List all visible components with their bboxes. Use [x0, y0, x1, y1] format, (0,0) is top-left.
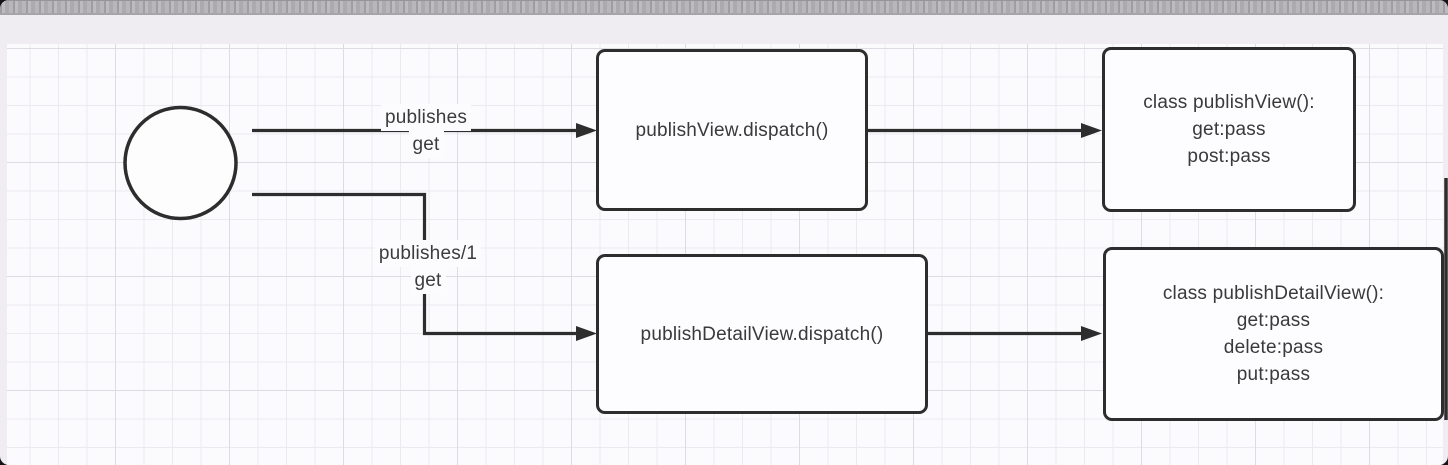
node-publish-detail-view-class[interactable]: class publishDetailView(): get:pass dele…	[1103, 247, 1444, 421]
class-publish-view-post: post:pass	[1187, 146, 1271, 167]
window-toolbar-band	[0, 15, 1448, 45]
edge-label-publishes[interactable]: publishes get	[380, 104, 472, 158]
edge-dispatch-to-class-arrowhead-icon	[1081, 123, 1102, 138]
edge-publishes-arrowhead-icon	[576, 123, 597, 138]
node-publish-view-class[interactable]: class publishView(): get:pass post:pass	[1102, 47, 1356, 212]
edge-label-publishes-method: get	[408, 131, 444, 158]
class-publish-detail-view-header: class publishDetailView():	[1162, 283, 1385, 304]
window-topbar-edge	[0, 13, 1448, 15]
class-publish-view-header: class publishView():	[1143, 92, 1315, 113]
class-publish-detail-view-delete: delete:pass	[1223, 337, 1324, 358]
edge-detail-dispatch-to-class-arrowhead-icon	[1081, 326, 1102, 341]
node-publish-detail-view-dispatch-label: publishDetailView.dispatch()	[640, 323, 884, 345]
node-publish-detail-view-dispatch[interactable]: publishDetailView.dispatch()	[596, 254, 928, 414]
window-topbar	[0, 0, 1448, 13]
edge-label-publishes-1-path: publishes/1	[374, 240, 482, 267]
edge-publishes-1-arrowhead-icon	[576, 326, 597, 341]
edge-label-publishes-1[interactable]: publishes/1 get	[374, 240, 482, 294]
class-publish-view-get: get:pass	[1192, 119, 1266, 140]
class-publish-detail-view-put: put:pass	[1236, 364, 1311, 385]
start-circle-node[interactable]	[123, 105, 238, 221]
edge-label-publishes-path: publishes	[380, 104, 472, 131]
node-publish-view-dispatch-label: publishView.dispatch()	[635, 119, 829, 141]
node-publish-view-dispatch[interactable]: publishView.dispatch()	[596, 49, 868, 211]
edge-label-publishes-1-method: get	[410, 267, 446, 294]
class-publish-detail-view-get: get:pass	[1236, 310, 1311, 331]
